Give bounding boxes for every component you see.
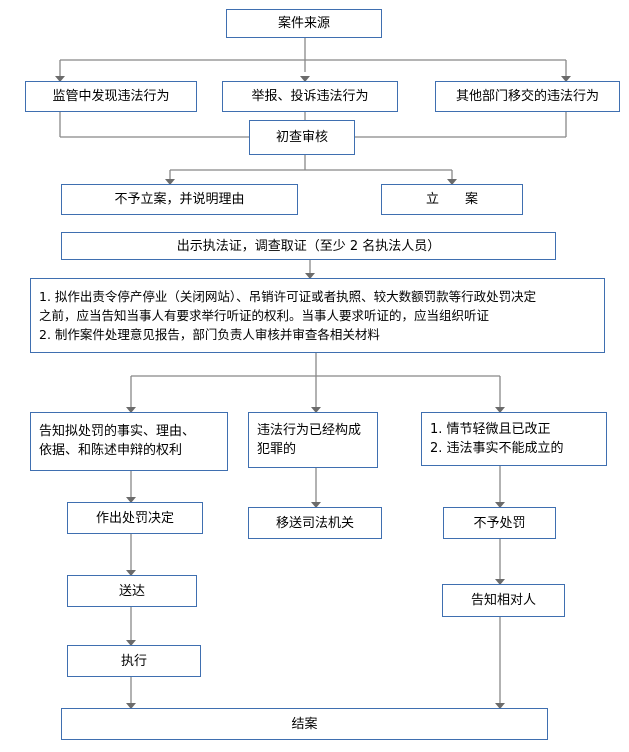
arrowhead <box>447 179 457 185</box>
hearing-notice-box: 1. 拟作出责令停产停业（关闭网站）、吊销许可证或者执照、较大数额罚款等行政处罚… <box>30 278 605 353</box>
investigation-label: 出示执法证，调查取证（至少 2 名执法人员） <box>176 238 441 254</box>
no-case-label: 不予立案，并说明理由 <box>114 192 245 207</box>
no-case-box: 不予立案，并说明理由 <box>61 184 298 215</box>
delivery-label: 送达 <box>118 583 145 599</box>
arrowhead <box>305 273 315 279</box>
no-penalty-box: 不予处罚 <box>443 507 556 539</box>
origin-monitoring-label: 监管中发现违法行为 <box>52 89 170 104</box>
investigation-box: 出示执法证，调查取证（至少 2 名执法人员） <box>61 232 556 260</box>
arrowhead <box>495 502 505 508</box>
notify-party-box: 告知相对人 <box>442 584 565 617</box>
penalty-decision-label: 作出处罚决定 <box>95 510 174 526</box>
crime-box: 违法行为已经构成 犯罪的 <box>248 412 378 468</box>
arrowhead <box>311 502 321 508</box>
case-source-label: 案件来源 <box>277 16 330 31</box>
crime-line: 违法行为已经构成 <box>257 423 362 438</box>
judicial-transfer-box: 移送司法机关 <box>248 507 382 539</box>
arrowhead <box>126 703 136 709</box>
minor-violation-line: 2. 违法事实不能成立的 <box>430 441 564 456</box>
notify-party-label: 告知相对人 <box>470 593 536 608</box>
origin-monitoring-box: 监管中发现违法行为 <box>25 81 197 112</box>
no-penalty-label: 不予处罚 <box>473 515 526 531</box>
execution-box: 执行 <box>67 645 201 677</box>
arrowhead <box>495 579 505 585</box>
hearing-notice-line: 2. 制作案件处理意见报告，部门负责人审核并审查各相关材料 <box>39 327 380 342</box>
minor-violation-line: 1. 情节轻微且已改正 <box>430 422 551 437</box>
file-case-box: 立 案 <box>381 184 523 215</box>
origin-transfer-box: 其他部门移交的违法行为 <box>435 81 620 112</box>
case-closed-box: 结案 <box>61 708 548 740</box>
arrowhead <box>561 76 571 82</box>
origin-transfer-label: 其他部门移交的违法行为 <box>455 89 599 104</box>
inform-rights-box: 告知拟处罚的事实、理由、 依据、和陈述申辩的权利 <box>30 412 228 471</box>
arrowhead <box>126 640 136 646</box>
arrowhead <box>55 76 65 82</box>
hearing-notice-line: 1. 拟作出责令停产停业（关闭网站）、吊销许可证或者执照、较大数额罚款等行政处罚… <box>39 289 537 304</box>
inform-rights-line: 告知拟处罚的事实、理由、 <box>39 424 196 439</box>
arrowhead <box>495 703 505 709</box>
arrowhead <box>126 407 136 413</box>
arrowhead <box>126 570 136 576</box>
arrowhead <box>300 76 310 82</box>
judicial-transfer-label: 移送司法机关 <box>275 515 354 531</box>
arrowhead <box>165 179 175 185</box>
origin-report-label: 举报、投诉违法行为 <box>251 89 369 104</box>
arrowhead <box>495 407 505 413</box>
execution-label: 执行 <box>120 653 147 669</box>
crime-line: 犯罪的 <box>257 442 297 457</box>
minor-violation-box: 1. 情节轻微且已改正 2. 违法事实不能成立的 <box>421 412 607 466</box>
file-case-label: 立 案 <box>425 192 478 207</box>
inform-rights-line: 依据、和陈述申辩的权利 <box>39 443 183 458</box>
origin-report-box: 举报、投诉违法行为 <box>222 81 398 112</box>
hearing-notice-line: 之前，应当告知当事人有要求举行听证的权利。当事人要求听证的，应当组织听证 <box>39 308 490 323</box>
arrowhead <box>311 407 321 413</box>
preliminary-review-label: 初查审核 <box>275 130 328 145</box>
case-source-box: 案件来源 <box>226 9 382 38</box>
arrowhead <box>126 497 136 503</box>
delivery-box: 送达 <box>67 575 197 607</box>
preliminary-review-box: 初查审核 <box>249 120 355 155</box>
case-closed-label: 结案 <box>291 716 318 732</box>
penalty-decision-box: 作出处罚决定 <box>67 502 203 534</box>
